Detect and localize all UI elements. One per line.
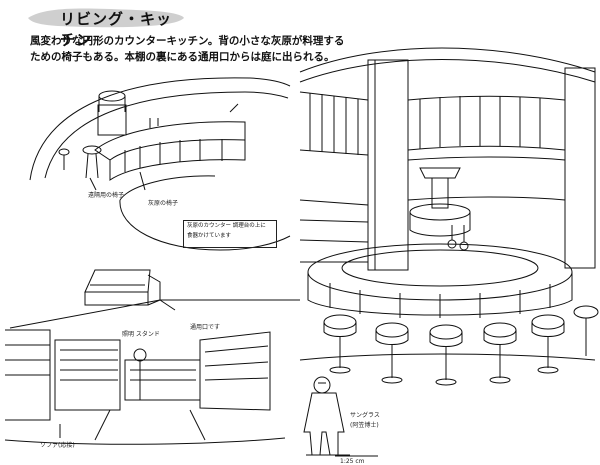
character-annotation-line-1: サングラス	[350, 412, 380, 419]
cupboard-annotation-box: 灰原のカウンター 調理台の上に 食器かけています	[183, 220, 277, 248]
scale-annotation: 1:25 cm	[340, 458, 365, 465]
character-annotation-line-2: (阿笠博士)	[350, 422, 379, 429]
lamp-annotation: 照明 スタンド	[122, 331, 160, 338]
circular-kitchen-interior-sketch	[299, 47, 599, 386]
living-area-sketch	[4, 269, 300, 445]
bar-stools	[323, 305, 599, 386]
kitchen-overhead-sketch	[29, 77, 291, 251]
description-line-2: ための椅子もある。本棚の裏にある通用口からは庭に出られる。	[30, 51, 335, 63]
cupboard-annotation-line-1: 灰原のカウンター 調理台の上に	[187, 223, 266, 229]
description-line-1: 風変わりな円形のカウンターキッチン。背の小さな灰原が料理する	[30, 35, 345, 47]
page-title: リビング・キッチン	[60, 10, 173, 49]
title-brush-background	[28, 8, 184, 28]
service-door-annotation: 通用口です	[190, 324, 221, 331]
title-banner: リビング・キッチン	[26, 6, 186, 49]
sofa-annotation: ソファ(応接)	[40, 442, 75, 449]
character-sketch	[303, 376, 350, 456]
chair-annotation: 遠隔用の椅子	[88, 192, 125, 199]
cupboard-annotation-line-2: 食器かけています	[187, 233, 232, 239]
counter-annotation: 灰原の椅子	[148, 200, 179, 207]
